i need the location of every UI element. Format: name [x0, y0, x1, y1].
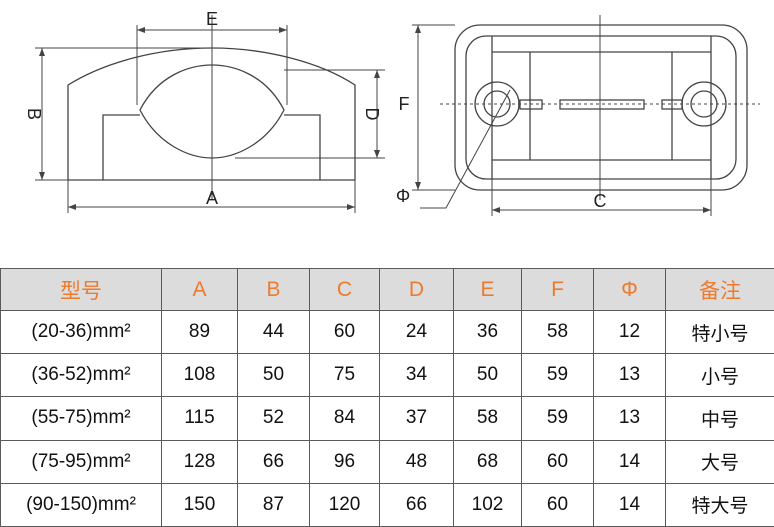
- cell-F: 60: [521, 439, 594, 484]
- cell-C: 96: [309, 439, 380, 484]
- cell-model: (55-75)mm²: [0, 396, 162, 441]
- table-row: (36-52)mm² 108 50 75 34 50 59 13 小号: [0, 353, 774, 398]
- cell-C: 120: [309, 482, 380, 527]
- cell-model: (20-36)mm²: [0, 309, 162, 355]
- cell-remarks: 中号: [665, 396, 774, 441]
- technical-drawing: E B D A F Φ C: [24, 9, 760, 216]
- header-E: E: [453, 268, 522, 311]
- cell-E: 36: [453, 309, 522, 355]
- clamp-outer-outline: [454, 24, 748, 191]
- dim-A-label: A: [206, 188, 218, 208]
- cell-phi: 14: [593, 482, 666, 527]
- cell-phi: 13: [593, 396, 666, 441]
- cell-E: 102: [453, 482, 522, 527]
- header-F: F: [521, 268, 594, 311]
- cell-A: 150: [161, 482, 238, 527]
- clamp-step-left: [102, 114, 140, 180]
- dim-E-label: E: [206, 9, 218, 29]
- cell-remarks: 特大号: [665, 482, 774, 527]
- dimension-arrowheads: [39, 25, 711, 213]
- cell-A: 108: [161, 353, 238, 398]
- dim-D-label: D: [362, 108, 382, 121]
- header-B: B: [237, 268, 310, 311]
- header-C: C: [309, 268, 380, 311]
- cell-phi: 13: [593, 353, 666, 398]
- cell-model: (36-52)mm²: [0, 353, 162, 398]
- table-row: (90-150)mm² 150 87 120 66 102 60 14 特大号: [0, 482, 774, 527]
- cell-phi: 14: [593, 439, 666, 484]
- cell-D: 48: [379, 439, 454, 484]
- header-D: D: [379, 268, 454, 311]
- clamp-body-outline: [67, 47, 356, 181]
- dim-B-label: B: [24, 108, 44, 120]
- table-row: (55-75)mm² 115 52 84 37 58 59 13 中号: [0, 396, 774, 441]
- cell-D: 37: [379, 396, 454, 441]
- cell-B: 66: [237, 439, 310, 484]
- cell-B: 44: [237, 309, 310, 355]
- dim-F-label: F: [399, 94, 410, 114]
- cell-model: (90-150)mm²: [0, 482, 162, 527]
- table-row: (75-95)mm² 128 66 96 48 68 60 14 大号: [0, 439, 774, 484]
- front-view: [35, 15, 385, 213]
- cell-A: 115: [161, 396, 238, 441]
- cell-C: 75: [309, 353, 380, 398]
- cell-E: 50: [453, 353, 522, 398]
- cable-hole: [139, 64, 285, 159]
- cell-remarks: 大号: [665, 439, 774, 484]
- cell-B: 52: [237, 396, 310, 441]
- cell-F: 59: [521, 353, 594, 398]
- cell-D: 34: [379, 353, 454, 398]
- dim-C-label: C: [594, 191, 607, 211]
- clamp-step-right: [284, 114, 321, 180]
- spec-table: 型号 A B C D E F Φ 备注 (20-36)mm² 89 44 60 …: [0, 268, 774, 527]
- cell-C: 60: [309, 309, 380, 355]
- dim-phi-leader: [420, 89, 511, 209]
- table-row: (20-36)mm² 89 44 60 24 36 58 12 特小号: [0, 309, 774, 355]
- dim-phi-label: Φ: [396, 186, 410, 206]
- clamp-inner-outline: [465, 35, 737, 180]
- cell-D: 66: [379, 482, 454, 527]
- cell-B: 87: [237, 482, 310, 527]
- header-remarks: 备注: [665, 268, 774, 311]
- cell-F: 58: [521, 309, 594, 355]
- cell-B: 50: [237, 353, 310, 398]
- cell-D: 24: [379, 309, 454, 355]
- cell-A: 128: [161, 439, 238, 484]
- cell-E: 58: [453, 396, 522, 441]
- header-phi: Φ: [593, 268, 666, 311]
- cell-remarks: 特小号: [665, 309, 774, 355]
- cell-F: 60: [521, 482, 594, 527]
- cell-A: 89: [161, 309, 238, 355]
- cell-phi: 12: [593, 309, 666, 355]
- header-model: 型号: [0, 268, 162, 311]
- cell-E: 68: [453, 439, 522, 484]
- cell-F: 59: [521, 396, 594, 441]
- header-A: A: [161, 268, 238, 311]
- cell-C: 84: [309, 396, 380, 441]
- cell-model: (75-95)mm²: [0, 439, 162, 484]
- cell-remarks: 小号: [665, 353, 774, 398]
- table-header-row: 型号 A B C D E F Φ 备注: [0, 268, 774, 311]
- top-view: [412, 15, 760, 216]
